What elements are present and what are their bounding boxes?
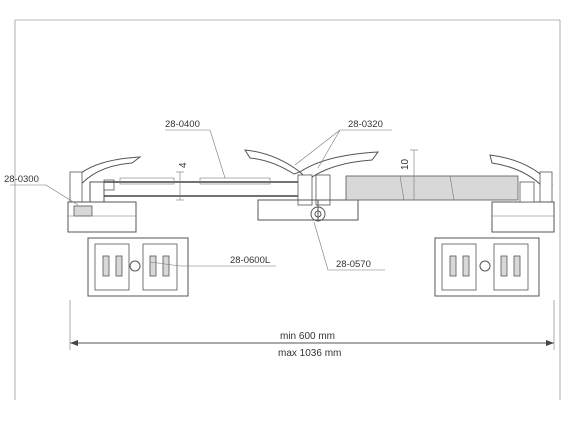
left-panel <box>104 149 302 201</box>
right-roller-bar-3 <box>500 255 508 277</box>
left-roller-pivot <box>129 260 141 272</box>
left-roller-cell-b <box>142 243 178 291</box>
left-roller-cell-a <box>94 243 130 291</box>
right-roller-cell-b <box>493 243 529 291</box>
leader-0320-b <box>317 129 341 169</box>
right-roller-frame <box>434 237 540 297</box>
right-post <box>539 171 553 203</box>
label-dim-max: max 1036 mm <box>278 348 341 359</box>
left-roller-frame <box>87 237 189 297</box>
right-roller-bar-4 <box>513 255 521 277</box>
right-roller-pivot <box>479 260 491 272</box>
label-dim-10: 10 <box>400 158 411 170</box>
leader-0320-a <box>294 129 341 166</box>
leader-0570 <box>313 221 329 271</box>
right-panel <box>345 149 519 201</box>
right-base-block <box>491 201 555 233</box>
right-panel-hatch-1 <box>399 175 405 201</box>
center-left-curved-guide <box>244 149 302 175</box>
left-clamp <box>73 205 93 217</box>
center-post-right <box>315 174 331 206</box>
label-28-0320: 28-0320 <box>348 119 383 130</box>
leader-0600L <box>149 261 181 267</box>
center-assembly <box>257 151 380 222</box>
label-dim-4: 4 <box>178 162 189 168</box>
label-28-0400: 28-0400 <box>165 119 200 130</box>
center-right-curved-guide <box>299 151 380 181</box>
left-bracket <box>89 181 105 203</box>
label-28-0570: 28-0570 <box>336 259 371 270</box>
right-panel-hatch-2 <box>449 175 455 201</box>
right-bracket <box>519 181 535 203</box>
left-curved-cover <box>69 156 142 189</box>
label-28-0300: 28-0300 <box>4 174 39 185</box>
left-roller-bar-3 <box>149 255 157 277</box>
dim-arrow-left <box>70 340 78 346</box>
center-base-right <box>317 199 359 221</box>
right-roller-cell-a <box>441 243 477 291</box>
leader-0400 <box>209 129 226 179</box>
center-pivot-inner <box>314 210 322 218</box>
left-panel-frame-a <box>119 177 175 185</box>
dim-arrow-right <box>546 340 554 346</box>
left-assembly <box>67 156 189 297</box>
leader-0300 <box>45 184 79 206</box>
left-panel-frame-b <box>199 177 271 185</box>
right-roller-bar-1 <box>449 255 457 277</box>
right-panel-filled <box>345 175 519 201</box>
center-pivot <box>310 206 326 222</box>
center-post-left <box>297 174 313 206</box>
label-dim-min: min 600 mm <box>280 331 335 342</box>
left-roller-bar-4 <box>162 255 170 277</box>
left-bracket-inner <box>103 179 115 191</box>
left-roller-bar-1 <box>102 255 110 277</box>
label-28-0600L: 28-0600L <box>230 255 270 266</box>
right-assembly <box>434 154 555 297</box>
right-roller-bar-2 <box>462 255 470 277</box>
left-post <box>69 171 83 203</box>
left-roller-bar-2 <box>115 255 123 277</box>
